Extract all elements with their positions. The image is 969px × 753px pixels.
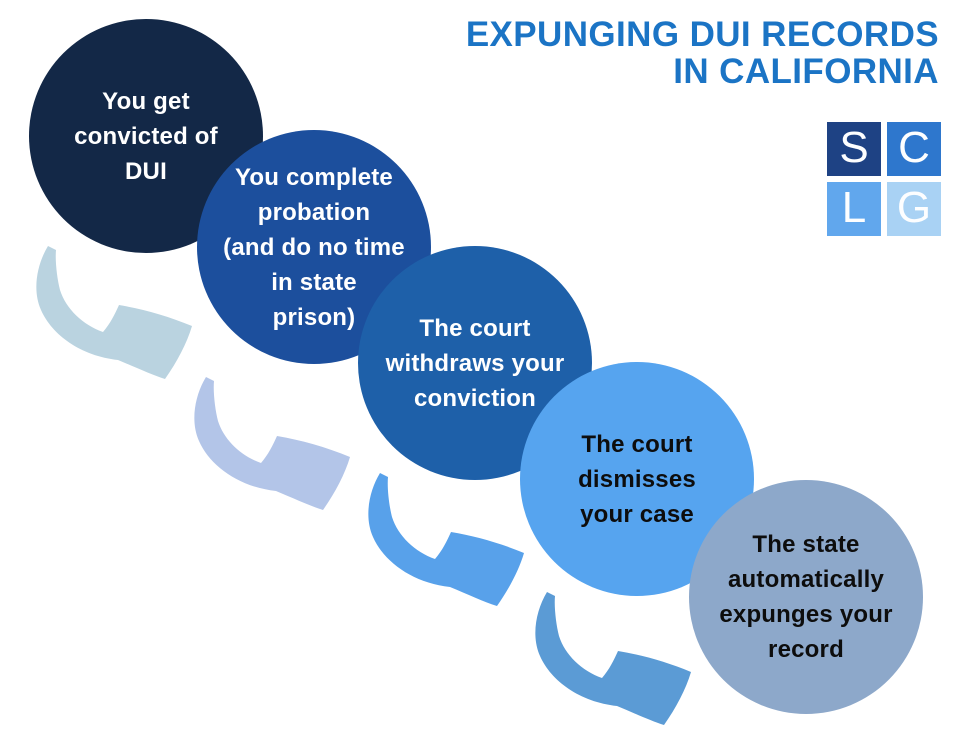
logo-square-s: S bbox=[827, 122, 881, 176]
page-title: EXPUNGING DUI RECORDS IN CALIFORNIA bbox=[466, 16, 939, 90]
arrow-shape-2 bbox=[194, 377, 350, 510]
step-label-1: You get convicted of DUI bbox=[74, 87, 218, 185]
sclg-logo: S C L G bbox=[827, 122, 941, 236]
logo-letter-l: L bbox=[841, 183, 867, 232]
curved-arrow-icon-2 bbox=[194, 377, 350, 510]
logo-square-l: L bbox=[827, 182, 881, 236]
logo-square-g: G bbox=[887, 182, 941, 236]
curved-arrow-icon-1 bbox=[36, 246, 193, 379]
step-label-4: The court dismisses your case bbox=[578, 430, 696, 528]
title-line-1: EXPUNGING DUI RECORDS bbox=[465, 15, 939, 54]
arrow-shape-4 bbox=[535, 592, 691, 725]
curved-arrow-icon-4 bbox=[535, 592, 691, 725]
step-label-5: The state automatically expunges your re… bbox=[719, 531, 893, 663]
logo-letter-c: C bbox=[898, 123, 930, 172]
logo-letter-g: G bbox=[896, 183, 932, 232]
arrow-shape-1 bbox=[36, 246, 193, 379]
step-label-2: You complete probation (and do no time i… bbox=[223, 163, 405, 331]
step-label-3: The court withdraws your conviction bbox=[385, 314, 565, 412]
title-line-2: IN CALIFORNIA bbox=[673, 52, 939, 91]
arrow-shape-3 bbox=[368, 473, 524, 606]
logo-letter-s: S bbox=[839, 123, 869, 172]
curved-arrow-icon-3 bbox=[368, 473, 524, 606]
step-circle-1: You get convicted of DUI bbox=[29, 19, 263, 253]
logo-square-c: C bbox=[887, 122, 941, 176]
step-circle-5: The state automatically expunges your re… bbox=[689, 480, 923, 714]
